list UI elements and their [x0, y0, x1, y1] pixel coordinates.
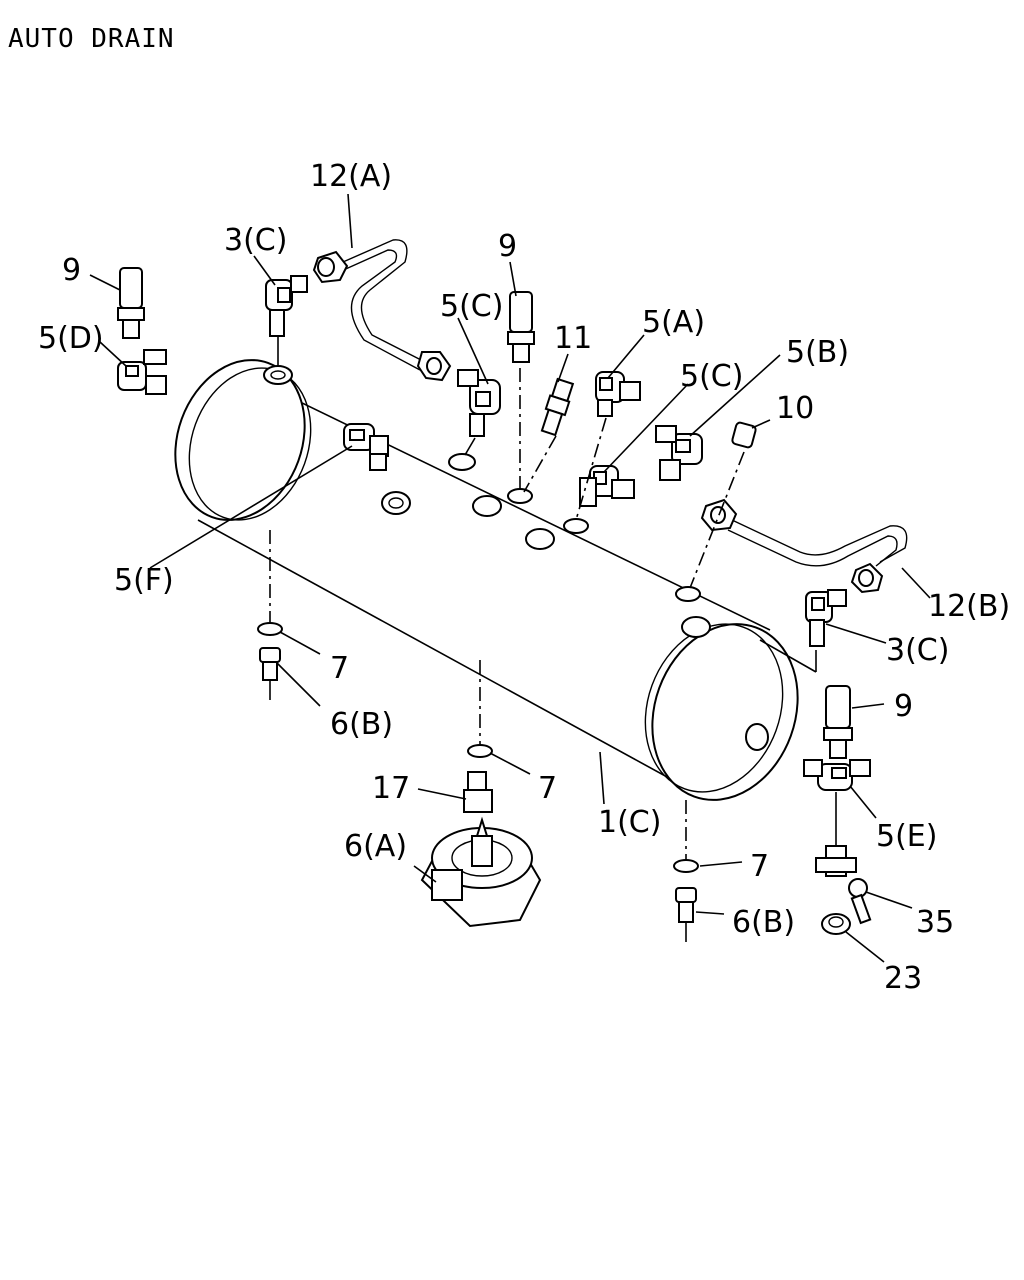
drain-plug-6b-left — [259, 647, 281, 700]
label-11: 11 — [554, 321, 592, 356]
label-3c-top: 3(C) — [224, 223, 287, 258]
label-12b: 12(B) — [928, 589, 1010, 624]
label-10: 10 — [776, 391, 814, 426]
elbow-5f — [343, 423, 389, 471]
leader-lines — [89, 193, 931, 963]
adapter-17 — [463, 771, 493, 813]
auto-drain-valve-6a — [420, 816, 542, 928]
assembly-lines — [269, 336, 837, 860]
sensor-9-left — [117, 267, 145, 339]
washer-7-right — [673, 859, 699, 873]
label-5b: 5(B) — [786, 335, 849, 370]
label-1c: 1(C) — [598, 805, 661, 840]
elbow-5c-mid — [457, 369, 501, 437]
label-5a: 5(A) — [642, 305, 705, 340]
label-3c-right: 3(C) — [886, 633, 949, 668]
label-5c-mid: 5(C) — [440, 289, 503, 324]
tank-ports — [263, 365, 711, 638]
sensor-9-mid — [507, 291, 535, 363]
sensor-11 — [540, 377, 575, 437]
elbow-5b — [655, 425, 703, 481]
label-5d: 5(D) — [38, 321, 104, 356]
label-6b-right: 6(B) — [732, 905, 795, 940]
label-7-right: 7 — [750, 849, 769, 884]
label-9-right: 9 — [894, 689, 913, 724]
label-6b-left: 6(B) — [330, 707, 393, 742]
cap-23 — [821, 913, 851, 935]
drain-plug-6b-right — [675, 887, 697, 942]
pipe-12b — [700, 498, 908, 594]
label-9-mid: 9 — [498, 229, 517, 264]
label-7-left: 7 — [330, 651, 349, 686]
pipe-12a — [312, 239, 452, 382]
label-35: 35 — [916, 905, 954, 940]
label-5e: 5(E) — [876, 819, 937, 854]
label-5f: 5(F) — [114, 563, 174, 598]
sensor-9-right — [823, 685, 853, 759]
elbow-3c-top — [265, 275, 308, 337]
elbow-5e — [803, 759, 871, 791]
elbow-5d — [117, 349, 167, 395]
diagram-title: AUTO DRAIN — [8, 24, 175, 54]
label-9-left: 9 — [62, 253, 81, 288]
drain-cock-35 — [815, 845, 872, 925]
fitting-10 — [731, 421, 757, 449]
label-12a: 12(A) — [310, 159, 392, 194]
washer-7-left — [257, 622, 283, 636]
label-17: 17 — [372, 771, 410, 806]
elbow-5c-right — [579, 465, 635, 507]
label-23: 23 — [884, 961, 922, 996]
elbow-3c-right — [805, 589, 847, 647]
label-7-mid: 7 — [538, 771, 557, 806]
label-5c-right: 5(C) — [680, 359, 743, 394]
part-labels: 12(A) 3(C) 9 5(D) 9 5(C) 11 5(A) 5(C) 5(… — [38, 159, 1010, 996]
label-6a: 6(A) — [344, 829, 407, 864]
washer-7-mid — [467, 744, 493, 758]
air-tank — [174, 359, 799, 801]
elbow-5a — [595, 371, 641, 417]
